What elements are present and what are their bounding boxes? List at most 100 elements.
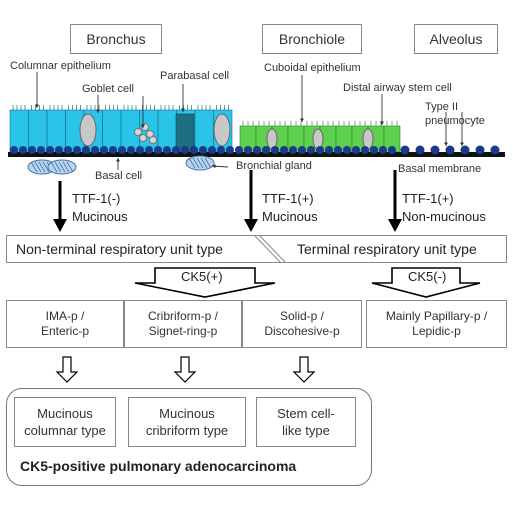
cuboidal-cell [239,125,257,153]
gland-stripe [58,161,66,173]
pointer-head [300,118,304,122]
cuboidal-cell [367,125,385,153]
nucleus [325,146,333,154]
columnar-cell [46,109,66,153]
mucin-droplet [146,130,154,138]
nucleus [235,146,243,154]
mucin-droplet [149,136,157,144]
cuboidal-cell [303,125,321,153]
pattern-box-1: IMA-p / Enteric-p [6,300,124,348]
club-cell [312,128,324,150]
nucleus [271,146,279,154]
arrow-right-head [388,219,402,232]
pattern-box-2: Cribriform-p / Signet-ring-p [124,300,242,348]
hollow-arrow-3 [292,356,316,383]
banner-divider [254,236,287,264]
nucleus [343,146,351,154]
nucleus [388,146,396,154]
nucleus [145,146,153,154]
bronchial-gland [47,159,77,175]
cuboidal-cell [319,125,337,153]
columnar-cell [83,109,103,153]
ck5-negative-label: CK5(-) [408,269,447,284]
gland-stripe [42,161,50,173]
nucleus [100,146,108,154]
nucleus [46,146,54,154]
nucleus [127,146,135,154]
basal-membrane [8,152,505,157]
pointer-head [96,109,100,113]
label-cuboidal-epithelium: Cuboidal epithelium [264,62,361,74]
gland-stripe [192,157,200,169]
hollow-arrow-2 [173,356,197,383]
club-cell [362,128,374,150]
parabasal-cell [175,113,195,153]
cuboidal-cell [255,125,273,153]
mucin-droplet [134,128,142,136]
label-basal-membrane: Basal membrane [398,163,482,175]
nucleus [118,146,126,154]
pointer-head [380,121,384,125]
nucleus [19,146,27,154]
label-basal-cell: Basal cell [95,170,143,182]
nucleus [316,146,324,154]
nucleus [91,146,99,154]
unit-type-terminal: Terminal respiratory unit type [297,241,477,257]
gland-stripe [188,157,196,169]
label-parabasal-cell: Parabasal cell [160,70,230,82]
alveolar-nucleus [415,145,425,155]
arrow-left-head [53,219,67,232]
goblet-cell [79,113,97,147]
bronchial-gland [27,159,57,175]
cuboidal-cell [271,125,289,153]
nucleus [37,146,45,154]
nucleus [262,146,270,154]
type-box-2: Mucinous cribriform type [128,397,246,447]
gland-stripe [34,161,42,173]
nucleus [199,146,207,154]
pointer-head [181,108,185,112]
nucleus [298,146,306,154]
cuboidal-cell [335,125,353,153]
nucleus [28,146,36,154]
marker-right: TTF-1(+) Non-mucinous [402,191,486,224]
alveolar-nucleus [430,145,440,155]
nucleus [226,146,234,154]
nucleus [55,146,63,154]
ck5-positive-label: CK5(+) [181,269,223,284]
gland-stripe [204,157,212,169]
pointer-head [212,164,216,169]
nucleus [109,146,117,154]
gland-stripe [196,157,204,169]
nucleus [217,146,225,154]
columnar-cell [120,109,140,153]
nucleus [280,146,288,154]
nucleus [253,146,261,154]
pointer-head [460,142,464,146]
goblet-cell [213,113,231,147]
nucleus [64,146,72,154]
marker-left: TTF-1(-) Mucinous [72,191,128,224]
arrow-middle-head [244,219,258,232]
alveolar-nucleus [445,145,455,155]
mucin-droplet [139,134,147,142]
club-cell [266,128,278,150]
label-goblet-cell: Goblet cell [82,83,134,95]
cuboidal-cell [351,125,369,153]
cuboidal-cell [287,125,305,153]
gland-stripe [38,161,46,173]
gland-stripe [200,157,208,169]
columnar-cell [194,109,214,153]
columnar-cell [28,109,48,153]
columnar-cell [213,109,233,153]
nucleus [154,146,162,154]
gland-stripe [66,161,74,173]
label-distal-airway-stem-cell: Distal airway stem cell [343,82,452,94]
columnar-cell [65,109,85,153]
alveolar-nucleus [490,145,500,155]
hollow-arrow-1 [55,356,79,383]
type-box-1: Mucinous columnar type [14,397,116,447]
pointer-head [141,124,145,128]
alveolar-nucleus [475,145,485,155]
